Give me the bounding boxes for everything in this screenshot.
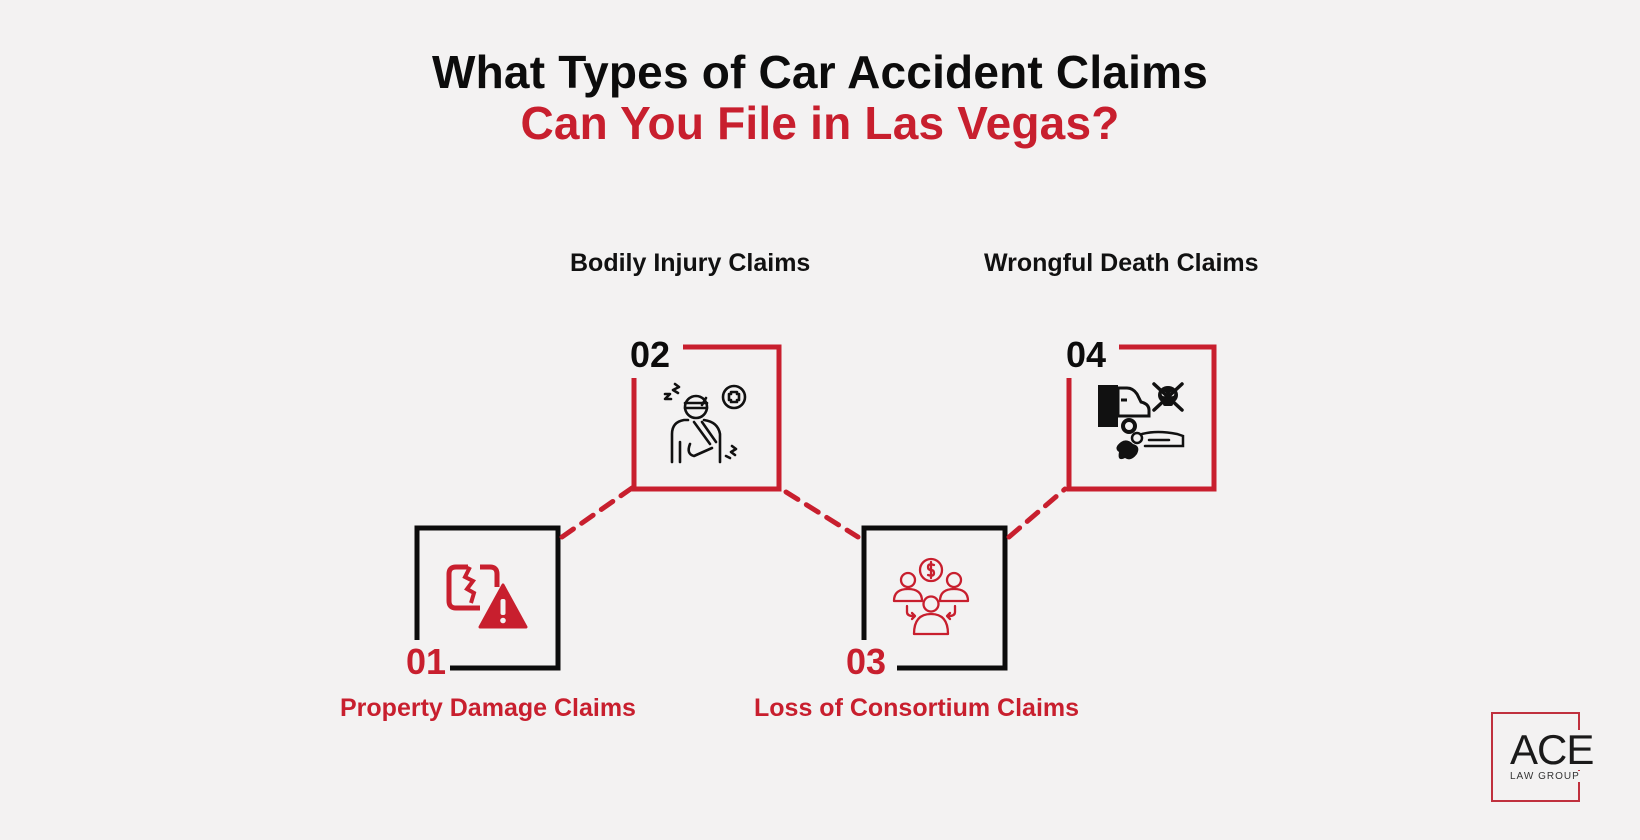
step-04-label: Wrongful Death Claims — [984, 249, 1259, 277]
logo-sub-text: LAW GROUP — [1510, 771, 1582, 782]
step-03-label: Loss of Consortium Claims — [754, 694, 1080, 722]
injured-person-icon — [663, 382, 747, 464]
logo-main-text: ACE — [1510, 726, 1596, 773]
connector-02-03 — [783, 489, 861, 540]
connector-03-04 — [1006, 486, 1068, 540]
step-02-label: Bodily Injury Claims — [570, 249, 811, 277]
page-title-line-2: Can You File in Las Vegas? — [520, 97, 1120, 149]
box-02-frame — [631, 344, 782, 492]
step-02-number: 02 — [626, 337, 675, 373]
step-04-number: 04 — [1062, 337, 1111, 373]
fatal-accident-icon — [1098, 382, 1185, 460]
box-01-frame — [414, 525, 561, 671]
box-03-frame — [861, 525, 1008, 671]
connector-01-02 — [559, 485, 635, 540]
step-01-label: Property Damage Claims — [340, 694, 636, 722]
property-damage-warning-icon — [446, 564, 528, 629]
family-compensation-icon — [892, 557, 970, 636]
box-04-frame — [1066, 344, 1217, 492]
step-03-number: 03 — [842, 644, 891, 680]
page-title-line-1: What Types of Car Accident Claims — [432, 46, 1208, 98]
step-01-number: 01 — [402, 644, 451, 680]
ace-law-group-logo: ACE LAW GROUP — [1491, 712, 1596, 802]
